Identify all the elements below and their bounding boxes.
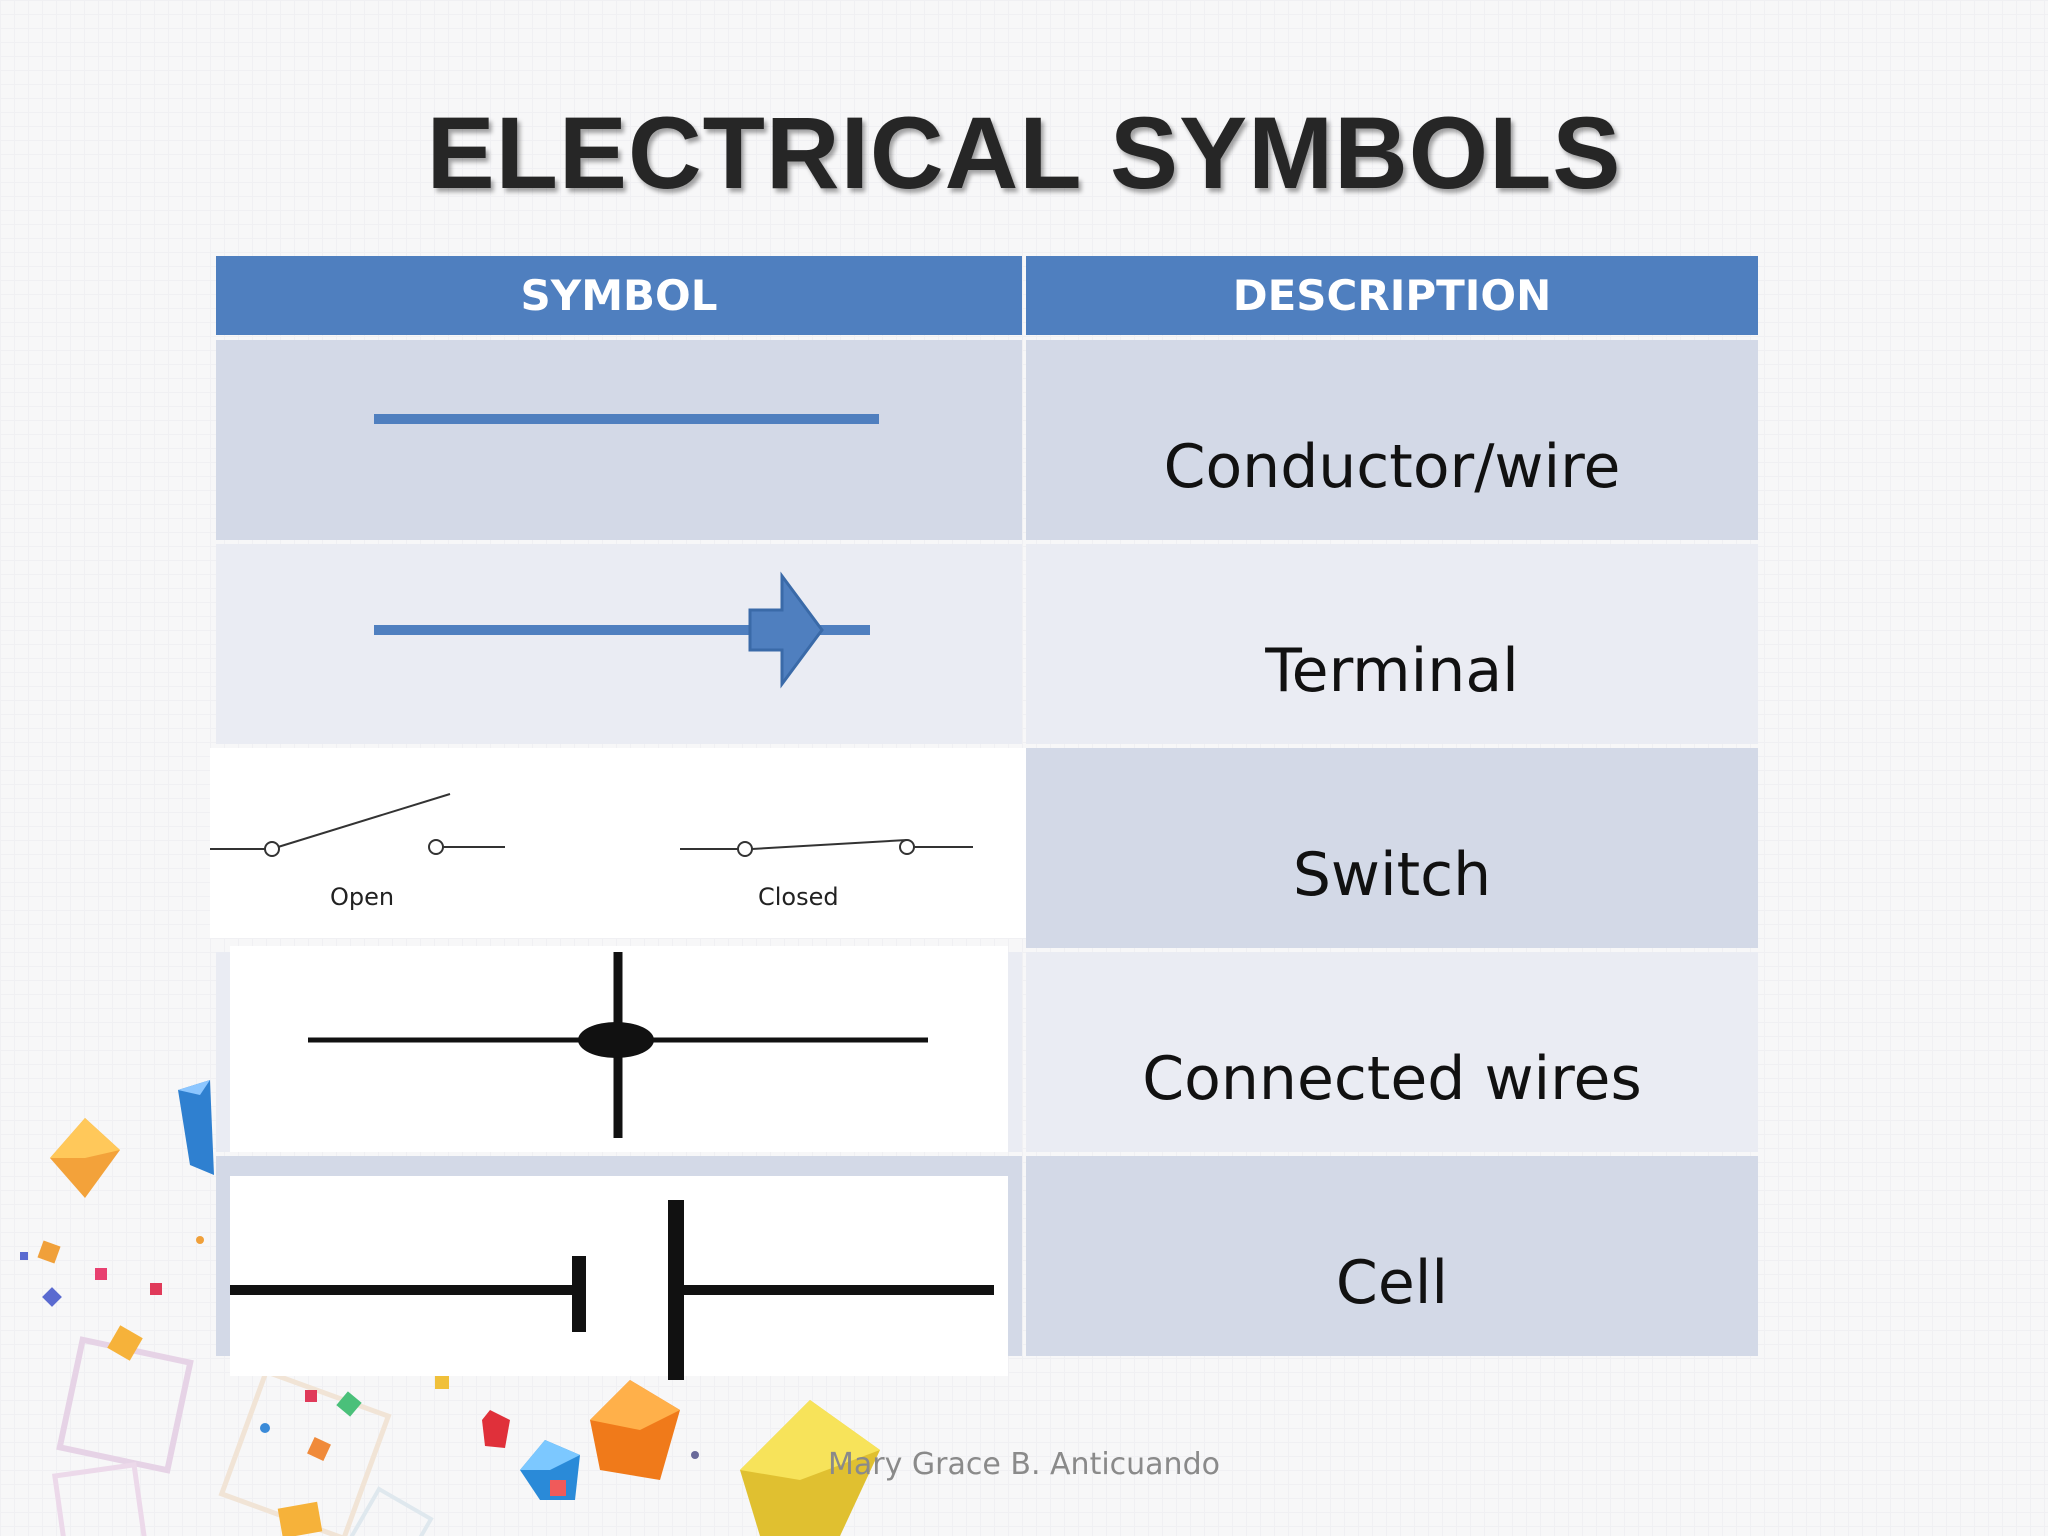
- description-conductor: Conductor/wire: [1026, 340, 1758, 540]
- conductor-wire-symbol: [374, 414, 879, 424]
- symbol-cell-connected-wires: [216, 946, 1022, 1152]
- slide-title: ELECTRICAL SYMBOLS: [426, 96, 1622, 210]
- symbol-cell-switch: Open Closed: [210, 748, 1028, 938]
- header-symbol: SYMBOL: [216, 256, 1022, 335]
- symbol-cell-terminal: [216, 544, 1022, 744]
- switch-closed-label: Closed: [758, 883, 839, 911]
- terminal-symbol: [374, 571, 870, 689]
- description-cell: Cell: [1026, 1156, 1758, 1356]
- footer-author: Mary Grace B. Anticuando: [828, 1447, 1220, 1482]
- connected-wires-symbol: [308, 952, 928, 1138]
- symbol-cell-conductor: [216, 340, 1022, 540]
- symbol-cell-cell: [216, 1156, 1022, 1380]
- switch-open-label: Open: [330, 883, 394, 911]
- switch-symbol: Open Closed: [210, 793, 973, 911]
- description-connected-wires: Connected wires: [1026, 952, 1758, 1152]
- description-switch: Switch: [1026, 748, 1758, 948]
- header-description: DESCRIPTION: [1026, 256, 1758, 335]
- cell-symbol: [230, 1200, 994, 1380]
- description-terminal: Terminal: [1026, 544, 1758, 744]
